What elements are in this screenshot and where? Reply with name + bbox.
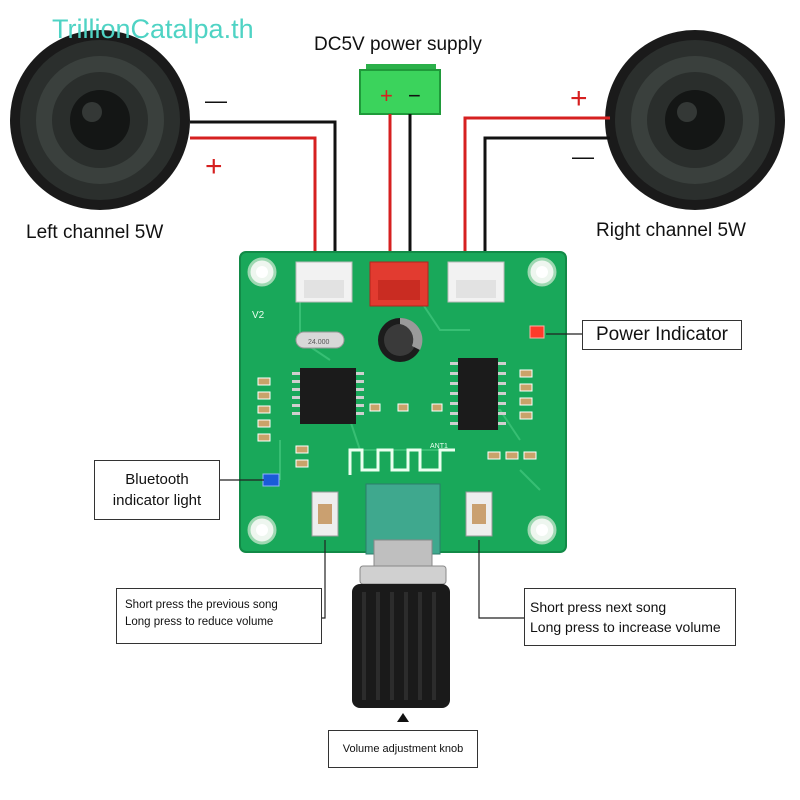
right-channel-label: Right channel 5W <box>596 220 746 241</box>
psu-plus-sign: + <box>380 83 393 108</box>
knob-pointer-arrow <box>397 713 409 722</box>
volume-knob <box>352 483 450 708</box>
bluetooth-text-line1: Bluetooth <box>125 471 189 488</box>
right-plus-sign: + <box>570 82 588 115</box>
prev-text-line1: Short press the previous song <box>125 599 278 611</box>
right-speaker <box>605 30 785 210</box>
wires <box>190 114 610 262</box>
crystal-label: 24.000 <box>308 339 330 346</box>
left-channel-label: Left channel 5W <box>26 222 164 243</box>
power-indicator-callout: Power Indicator <box>582 320 742 350</box>
left-speaker <box>10 30 190 210</box>
power-supply-label: DC5V power supply <box>314 34 482 55</box>
bluetooth-text-line2: indicator light <box>112 492 202 509</box>
right-minus-sign: — <box>572 144 594 169</box>
previous-song-callout: Short press the previous song Long press… <box>116 588 322 644</box>
psu-minus-sign: − <box>408 83 421 108</box>
left-plus-sign: + <box>205 150 223 183</box>
prev-text-line2: Long press to reduce volume <box>125 616 274 628</box>
volume-knob-text: Volume adjustment knob <box>342 743 464 755</box>
antenna-label: ANT1 <box>430 443 448 450</box>
next-text-line1: Short press next song <box>530 599 667 615</box>
next-song-callout: Short press next song Long press to incr… <box>524 588 736 646</box>
power-indicator-text: Power Indicator <box>595 324 728 345</box>
watermark: TrillionCatalpa.th <box>52 14 254 44</box>
left-minus-sign: — <box>205 88 227 113</box>
pcb-board: V2 24.000 ANT1 <box>239 251 567 553</box>
board-version: V2 <box>252 310 265 321</box>
power-supply-block: + − <box>359 64 441 115</box>
callout-lines <box>220 333 582 619</box>
next-text-line2: Long press to increase volume <box>530 619 721 635</box>
volume-knob-callout: Volume adjustment knob <box>328 730 478 768</box>
bluetooth-indicator-callout: Bluetooth indicator light <box>94 460 220 520</box>
